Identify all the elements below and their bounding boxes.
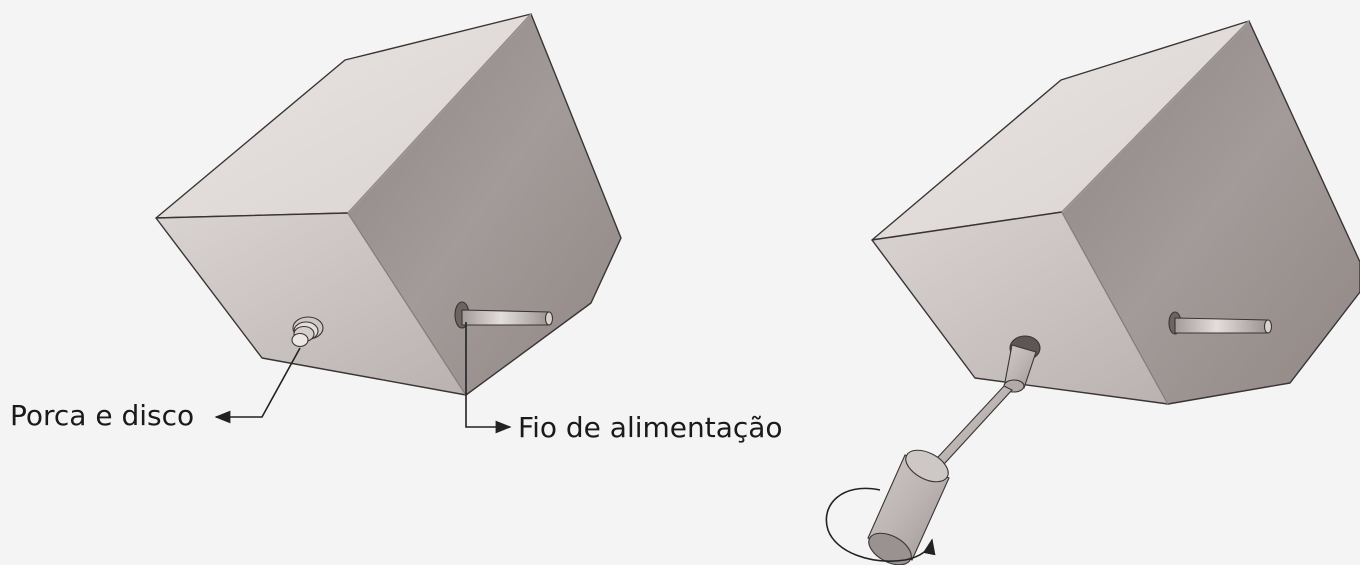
power-cord-right (1168, 311, 1273, 335)
right-view (825, 20, 1360, 565)
left-box (155, 13, 622, 396)
nut-and-disc (291, 316, 324, 348)
nut-callout-label: Porca e disco (10, 399, 194, 432)
right-box (871, 20, 1360, 405)
nut-driver-tool (867, 335, 1041, 565)
cord-leader-line (465, 322, 512, 434)
left-view: Porca e disco Fio de alimentação (10, 13, 783, 444)
power-cord (454, 301, 554, 329)
nut-leader-line (214, 347, 301, 424)
rotate-arrow-icon (825, 487, 936, 562)
cord-callout-label: Fio de alimentação (518, 411, 783, 444)
